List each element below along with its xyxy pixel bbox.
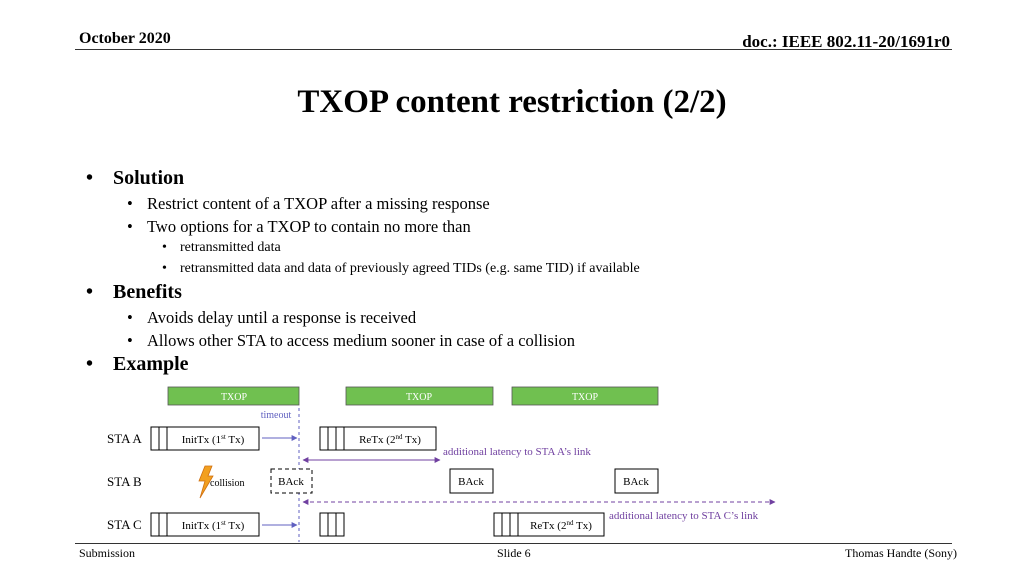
txop-bar-2 [345, 386, 494, 406]
sta-b-back-collided [270, 468, 313, 494]
bullet-dot: • [127, 308, 133, 327]
header-divider [75, 49, 952, 50]
txop-label-3: TXOP [572, 392, 599, 403]
bullet-dot: • [127, 194, 133, 213]
latency-label-a: additional latency to STA A’s link [443, 446, 591, 458]
station-label-c: STA C [107, 517, 142, 532]
bullet-dot: • [127, 331, 133, 350]
benefits-item-1: Avoids delay until a response is receive… [147, 308, 417, 327]
sta-a-init-frames [150, 426, 260, 451]
sta-c-gap-frames [319, 512, 345, 537]
lightning-bolt-icon [198, 465, 214, 499]
bullet-dot: • [86, 167, 94, 189]
bullet-dot: • [86, 353, 94, 375]
sta-b-back-3 [614, 468, 659, 494]
sta-c-retx-frames [493, 512, 605, 537]
solution-subitem-1: retransmitted data [180, 240, 281, 255]
txop-bar-3 [511, 386, 659, 406]
station-label-b: STA B [107, 474, 142, 489]
sta-a-init-label: InitTx (1st Tx) [182, 433, 245, 446]
solution-subitem-2: retransmitted data and data of previousl… [180, 261, 640, 276]
txop-timing-diagram: TXOP TXOP TXOP timeout STA A STA B STA C… [107, 386, 776, 542]
bullet-dot: • [127, 217, 133, 236]
latency-label-c: additional latency to STA C’s link [609, 510, 759, 522]
bullet-dot: • [162, 261, 167, 276]
sta-b-back-label-3: BAck [623, 476, 649, 488]
benefits-item-2: Allows other STA to access medium sooner… [147, 331, 576, 350]
bullet-example: Example [113, 353, 189, 375]
footer-submission: Submission [79, 546, 136, 560]
bullet-solution: Solution [113, 167, 185, 189]
solution-item-1: Restrict content of a TXOP after a missi… [147, 194, 490, 213]
footer-slide-number: Slide 6 [497, 546, 531, 560]
sta-b-back-2 [449, 468, 494, 494]
collision-label: collision [210, 478, 244, 489]
sta-c-init-frames [150, 512, 260, 537]
bullet-dot: • [162, 240, 167, 255]
txop-bar-1 [167, 386, 300, 406]
sta-b-back-label-1: BAck [278, 476, 304, 488]
bullet-benefits: Benefits [113, 281, 182, 303]
footer-divider [75, 543, 952, 544]
sta-a-retx-label: ReTx (2nd Tx) [359, 433, 421, 446]
station-label-a: STA A [107, 431, 142, 446]
txop-label-2: TXOP [406, 392, 433, 403]
footer-author: Thomas Handte (Sony) [845, 546, 957, 560]
sta-c-init-label: InitTx (1st Tx) [182, 519, 245, 532]
solution-item-2: Two options for a TXOP to contain no mor… [147, 217, 471, 236]
slide-title: TXOP content restriction (2/2) [297, 84, 727, 120]
header-date: October 2020 [79, 30, 171, 47]
sta-b-back-label-2: BAck [458, 476, 484, 488]
bullet-dot: • [86, 281, 94, 303]
header-doc-id: doc.: IEEE 802.11-20/1691r0 [742, 32, 950, 51]
sta-c-retx-label: ReTx (2nd Tx) [530, 519, 592, 532]
timeout-label: timeout [261, 410, 292, 421]
sta-a-retx-frames [319, 426, 437, 451]
txop-label-1: TXOP [221, 392, 248, 403]
